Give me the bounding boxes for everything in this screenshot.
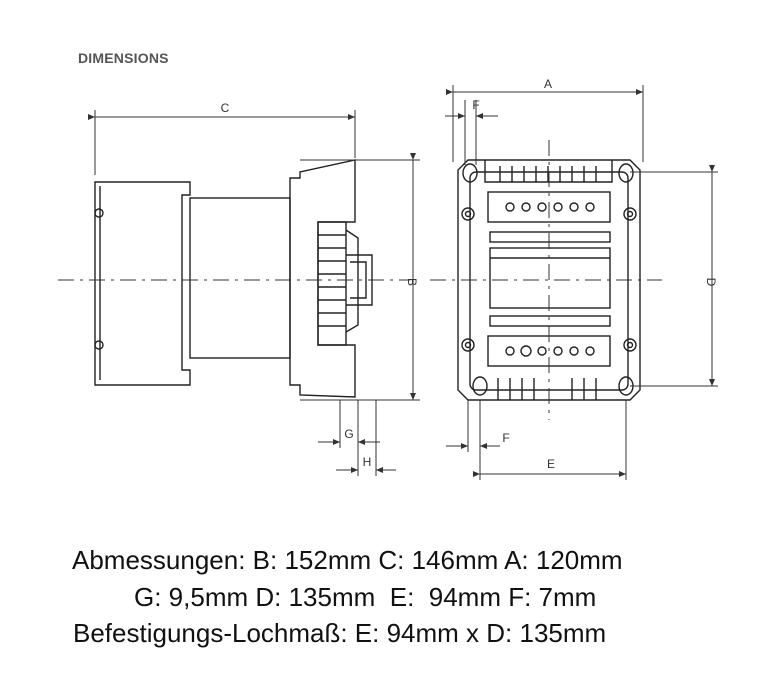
label-e: E [547,457,555,471]
label-g: G [344,427,353,441]
dimension-f-top [445,100,498,165]
dimension-c [88,110,356,175]
caption-mounting-holes: Befestigungs-Lochmaß: E: 94mm x D: 135mm [73,618,607,648]
page-title: DIMENSIONS [78,50,169,66]
dimension-h [336,400,396,476]
dimension-d [630,165,718,387]
side-view [94,159,373,398]
label-d: D [704,278,718,287]
label-f-top: F [472,98,479,112]
dimension-a [446,85,644,162]
dimension-f-bottom [446,400,500,452]
label-f-bottom: F [502,431,509,445]
dimension-e [473,400,627,480]
label-b: B [405,278,419,286]
label-a: A [544,77,552,91]
caption-dimensions-2: G: 9,5mm D: 135mm E: 94mm F: 7mm [134,582,597,612]
caption-dimensions: Abmessungen: B: 152mm C: 146mm A: 120mm [72,545,623,575]
dimension-b [300,153,420,401]
label-c: C [221,101,230,115]
dimension-drawing: C B G H [58,77,718,480]
label-h: H [363,455,372,469]
